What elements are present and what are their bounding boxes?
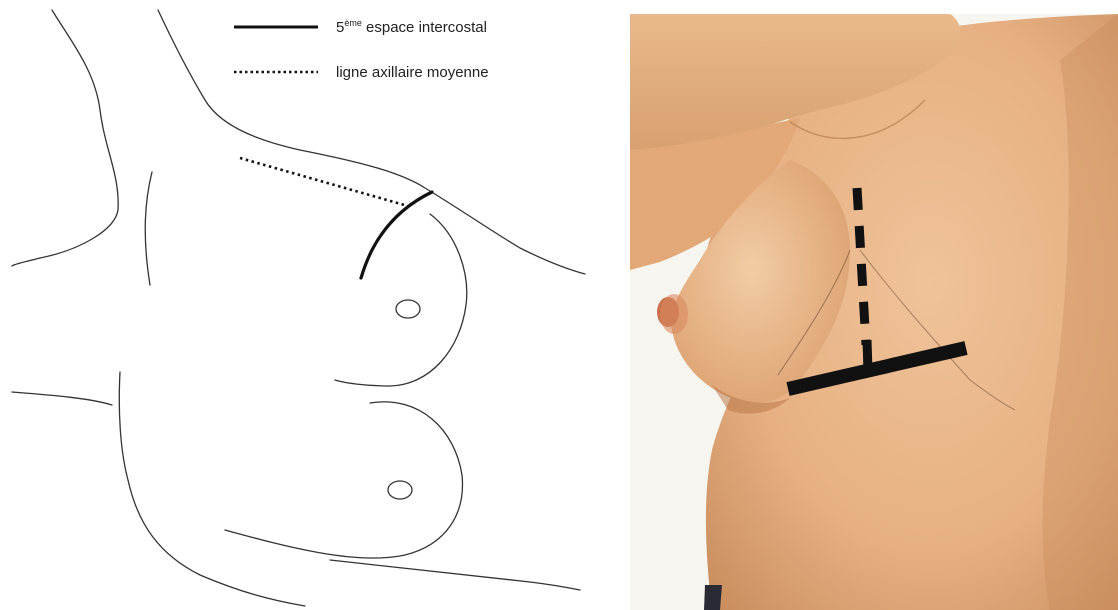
lower-breast-outline xyxy=(225,402,462,558)
legend-label-axillary: ligne axillaire moyenne xyxy=(336,64,489,81)
photo-panel xyxy=(630,14,1118,610)
upper-breast-outline xyxy=(335,214,467,386)
upper-nipple xyxy=(396,300,420,318)
line-drawing-panel xyxy=(12,10,585,606)
arm-inner-outline xyxy=(145,172,152,285)
lower-torso-side-outline xyxy=(119,372,305,606)
photo-areola xyxy=(660,294,688,334)
intercostal-line-marker xyxy=(361,192,432,278)
upper-arm-outline xyxy=(12,10,118,266)
upper-torso-outline xyxy=(158,10,585,274)
lower-waist-outline xyxy=(330,560,580,590)
legend: 5ème espace intercostal ligne axillaire … xyxy=(234,18,489,81)
legend-label-intercostal: 5ème espace intercostal xyxy=(336,18,487,36)
lower-nipple xyxy=(388,481,412,499)
lower-arm-outline xyxy=(12,392,112,405)
axillary-line-marker xyxy=(240,158,408,206)
clothing-edge xyxy=(704,585,722,610)
